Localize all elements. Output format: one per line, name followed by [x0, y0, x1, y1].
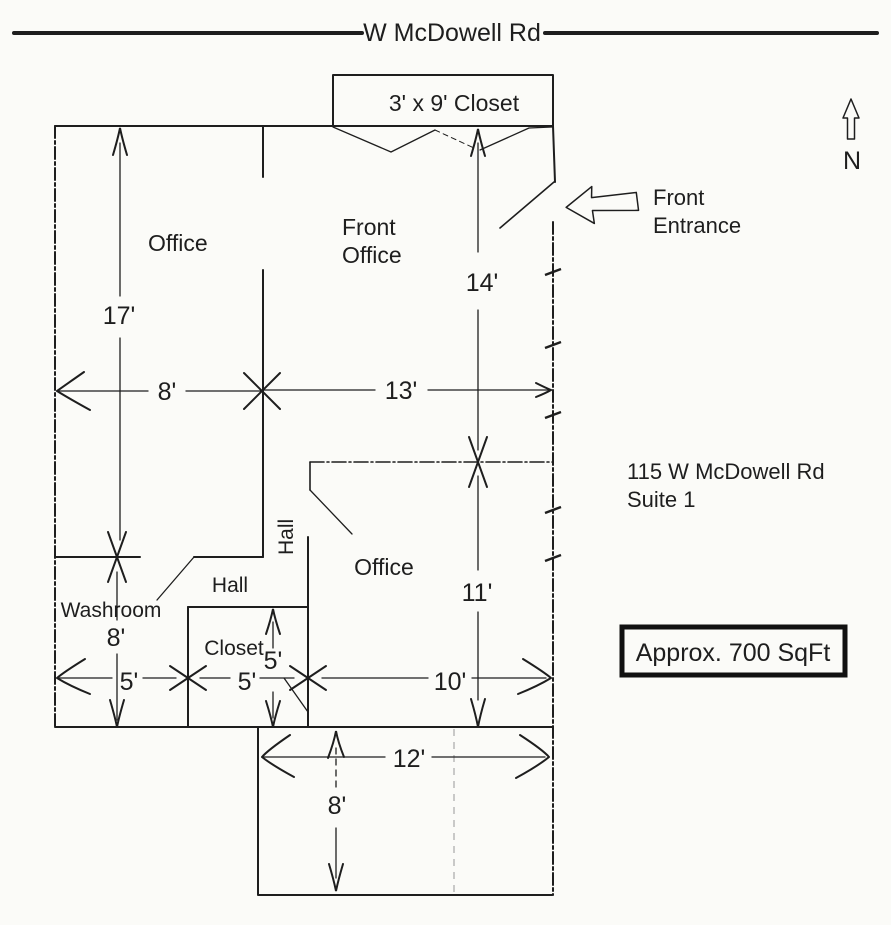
dim-8-office-label: 8': [158, 378, 177, 406]
area-badge-label: Approx. 700 SqFt: [636, 639, 831, 667]
dim-front-office-width: [261, 382, 554, 398]
dim-5-closet-w-label: 5': [238, 668, 257, 696]
hall-vertical-label: Hall: [275, 519, 298, 555]
dim-14-label: 14': [466, 269, 499, 297]
front-office-label-2: Office: [342, 242, 402, 268]
top-closet-label: 3' x 9' Closet: [389, 90, 520, 116]
hall-horizontal-label: Hall: [212, 574, 248, 597]
bifold-door-left: [332, 126, 436, 153]
front-entrance-label-1: Front: [653, 185, 704, 210]
closet-door-leaf: [283, 677, 309, 713]
top-closet-outline: [332, 74, 554, 127]
front-office-label-1: Front: [342, 214, 396, 240]
dim-12-label: 12': [393, 745, 426, 773]
dim-13-label: 13': [385, 377, 418, 405]
street-label: W McDowell Rd: [363, 19, 541, 47]
dim-back-room-width: [261, 734, 550, 779]
dim-lower-widths: [56, 658, 552, 695]
office-left-label: Office: [148, 230, 208, 256]
right-wall-ticks: [544, 267, 562, 563]
dim-back-room-height: [327, 730, 345, 892]
dim-8-washroom-label: 8': [107, 624, 126, 652]
dim-8-back-label: 8': [328, 792, 347, 820]
office-middle-label: Office: [354, 554, 414, 580]
dim-front-office-height: [468, 128, 488, 488]
washroom-label: Washroom: [61, 599, 162, 622]
dim-closet-height: [265, 608, 281, 728]
doors: [156, 126, 555, 713]
north-label: N: [843, 147, 861, 175]
front-entrance-label-2: Entrance: [653, 213, 741, 238]
north-arrow-icon: [842, 98, 860, 140]
front-entrance-door-leaf: [499, 181, 555, 229]
washroom-door-leaf: [156, 556, 195, 601]
dim-office-middle-height: [470, 475, 486, 728]
address-line-2: Suite 1: [627, 487, 696, 512]
dim-office-left-height: [107, 127, 128, 583]
dim-17-label: 17': [103, 302, 136, 330]
dim-5-washroom-label: 5': [120, 668, 139, 696]
closet-label: Closet: [204, 637, 264, 660]
office-door-leaf: [309, 489, 353, 535]
area-badge-box: [619, 624, 848, 678]
dim-office-left-width: [56, 371, 281, 411]
dim-11-label: 11': [462, 579, 493, 607]
front-entrance-arrow-icon: [565, 185, 640, 225]
address-line-1: 115 W McDowell Rd: [627, 459, 825, 484]
bifold-door-right: [479, 126, 553, 151]
exterior-walls: [54, 125, 556, 896]
dim-10-label: 10': [434, 668, 467, 696]
dim-washroom-height: [109, 571, 125, 728]
dim-5-closet-h-label: 5': [264, 647, 283, 675]
